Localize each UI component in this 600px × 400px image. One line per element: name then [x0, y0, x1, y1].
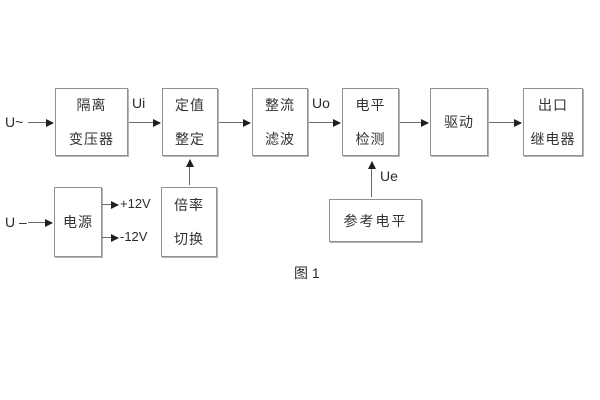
block-driver: 驱动: [430, 88, 488, 156]
block-label: 电源: [63, 214, 93, 230]
block-label: 整定: [175, 131, 205, 147]
block-ratio-switching: 倍率 切换: [161, 187, 217, 257]
block-label: 定值: [175, 97, 205, 113]
block-label: 检测: [355, 131, 386, 147]
block-setting-adjustment: 定值 整定: [162, 88, 218, 156]
arrow-right-icon: [489, 119, 522, 127]
block-isolation-transformer: 隔离 变压器: [55, 88, 128, 156]
arrow-right-icon: [28, 119, 54, 127]
arrow-right-icon: [102, 201, 119, 209]
block-label: 隔离: [76, 97, 107, 113]
arrow-right-icon: [309, 119, 341, 127]
block-label: 出口: [538, 97, 568, 113]
figure-caption: 图 1: [294, 265, 320, 281]
arrow-up-icon: [368, 161, 376, 197]
block-reference-level: 参考电平: [329, 199, 422, 242]
arrow-right-icon: [102, 234, 119, 242]
block-power-supply: 电源: [54, 187, 102, 257]
rail-minus12v-label: -12V: [120, 229, 148, 244]
block-label: 倍率: [174, 197, 204, 213]
arrow-right-icon: [28, 219, 53, 227]
block-label: 变压器: [69, 131, 114, 147]
block-label: 参考电平: [343, 212, 408, 229]
block-label: 驱动: [444, 114, 474, 130]
rail-plus12v-label: +12V: [120, 196, 151, 211]
block-label: 电平: [355, 97, 386, 113]
signal-ui-label: Ui: [132, 95, 146, 111]
arrow-right-icon: [400, 119, 429, 127]
block-label: 切换: [174, 231, 204, 247]
block-label: 整流: [265, 97, 295, 113]
block-label: 继电器: [530, 131, 576, 147]
signal-uo-label: Uo: [312, 95, 330, 111]
block-rectifier-filter: 整流 滤波: [252, 88, 308, 156]
input-dc-label: U –: [5, 214, 27, 230]
block-label: 滤波: [265, 131, 295, 147]
input-ac-label: U~: [5, 114, 24, 130]
arrow-right-icon: [129, 119, 161, 127]
arrow-up-icon: [186, 159, 194, 185]
block-output-relay: 出口 继电器: [523, 88, 583, 156]
signal-ue-label: Ue: [380, 168, 398, 184]
block-level-detection: 电平 检测: [342, 88, 399, 156]
arrow-right-icon: [219, 119, 251, 127]
